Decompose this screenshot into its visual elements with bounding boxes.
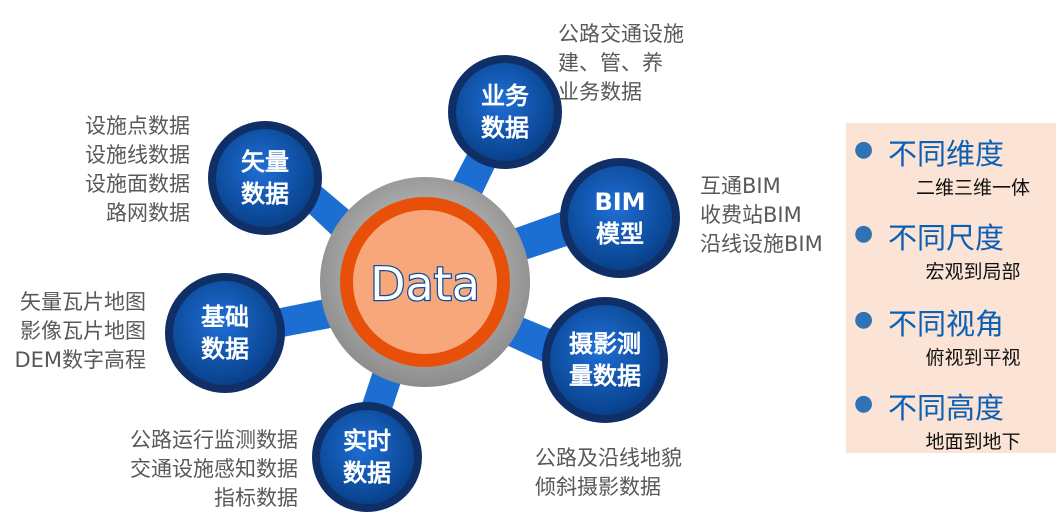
desc-base: 矢量瓦片地图 影像瓦片地图 DEM数字高程 bbox=[0, 288, 146, 375]
bullet-icon: ● bbox=[854, 221, 874, 246]
node-business-line1: 业务 bbox=[481, 82, 530, 110]
node-photo: 摄影测 量数据 bbox=[542, 297, 668, 423]
bullet-icon: ● bbox=[854, 391, 874, 416]
node-vector: 矢量 数据 bbox=[208, 121, 322, 235]
desc-business-line: 公路交通设施 bbox=[558, 22, 684, 46]
desc-photo: 公路及沿线地貌 倾斜摄影数据 bbox=[535, 444, 682, 502]
legend-item-title: 不同尺度 bbox=[888, 221, 1005, 255]
desc-vector-line: 设施点数据 bbox=[85, 114, 190, 138]
legend-item-subtitle: 宏观到局部 bbox=[925, 261, 1021, 283]
node-realtime: 实时 数据 bbox=[312, 402, 422, 512]
desc-vector-line: 设施面数据 bbox=[85, 172, 190, 196]
legend-item-subtitle: 地面到地下 bbox=[925, 431, 1021, 453]
desc-business-line: 业务数据 bbox=[558, 80, 642, 104]
node-bim-line2: 模型 bbox=[596, 220, 644, 248]
desc-bim: 互通BIM 收费站BIM 沿线设施BIM bbox=[700, 172, 823, 259]
node-vector-line2: 数据 bbox=[241, 180, 289, 208]
desc-base-line: 影像瓦片地图 bbox=[20, 319, 146, 343]
bullet-icon: ● bbox=[854, 137, 874, 162]
desc-base-line: DEM数字高程 bbox=[14, 348, 146, 372]
node-realtime-line2: 数据 bbox=[343, 459, 391, 487]
desc-realtime-line: 交通设施感知数据 bbox=[130, 457, 298, 481]
desc-base-line: 矢量瓦片地图 bbox=[20, 290, 146, 314]
desc-vector: 设施点数据 设施线数据 设施面数据 路网数据 bbox=[40, 112, 190, 228]
node-base-line2: 数据 bbox=[201, 335, 249, 363]
center-label: Data bbox=[370, 257, 480, 311]
node-base: 基础 数据 bbox=[165, 273, 285, 393]
legend-item-subtitle: 二维三维一体 bbox=[915, 177, 1030, 199]
legend-item-subtitle: 俯视到平视 bbox=[925, 347, 1021, 369]
legend-item-title: 不同高度 bbox=[888, 391, 1005, 425]
desc-bim-line: 沿线设施BIM bbox=[700, 232, 823, 256]
desc-vector-line: 路网数据 bbox=[106, 201, 190, 225]
legend-panel: ● 不同维度 二维三维一体 ● 不同尺度 宏观到局部 ● 不同视角 俯视到平视 … bbox=[846, 123, 1056, 453]
node-bim-line1: BIM bbox=[594, 188, 645, 216]
node-business: 业务 数据 bbox=[448, 55, 562, 169]
node-vector-line1: 矢量 bbox=[241, 148, 289, 176]
node-photo-line1: 摄影测 bbox=[569, 330, 641, 358]
legend-item-title: 不同维度 bbox=[888, 137, 1005, 171]
desc-realtime-line: 公路运行监测数据 bbox=[130, 428, 298, 452]
desc-photo-line: 公路及沿线地貌 bbox=[535, 446, 682, 470]
node-photo-line2: 量数据 bbox=[569, 362, 641, 390]
desc-photo-line: 倾斜摄影数据 bbox=[535, 475, 661, 499]
node-business-line2: 数据 bbox=[481, 114, 529, 142]
node-realtime-line1: 实时 bbox=[343, 427, 391, 455]
desc-realtime: 公路运行监测数据 交通设施感知数据 指标数据 bbox=[100, 426, 298, 513]
desc-business: 公路交通设施 建、管、养 业务数据 bbox=[558, 20, 684, 107]
legend-item-title: 不同视角 bbox=[888, 307, 1005, 341]
node-bim: BIM 模型 bbox=[560, 158, 680, 278]
desc-bim-line: 互通BIM bbox=[700, 174, 781, 198]
bullet-icon: ● bbox=[854, 307, 874, 332]
desc-realtime-line: 指标数据 bbox=[214, 486, 298, 510]
node-base-line1: 基础 bbox=[201, 303, 249, 331]
desc-bim-line: 收费站BIM bbox=[700, 203, 802, 227]
desc-vector-line: 设施线数据 bbox=[85, 143, 190, 167]
center-hub: Data bbox=[320, 177, 530, 387]
desc-business-line: 建、管、养 bbox=[558, 51, 663, 75]
